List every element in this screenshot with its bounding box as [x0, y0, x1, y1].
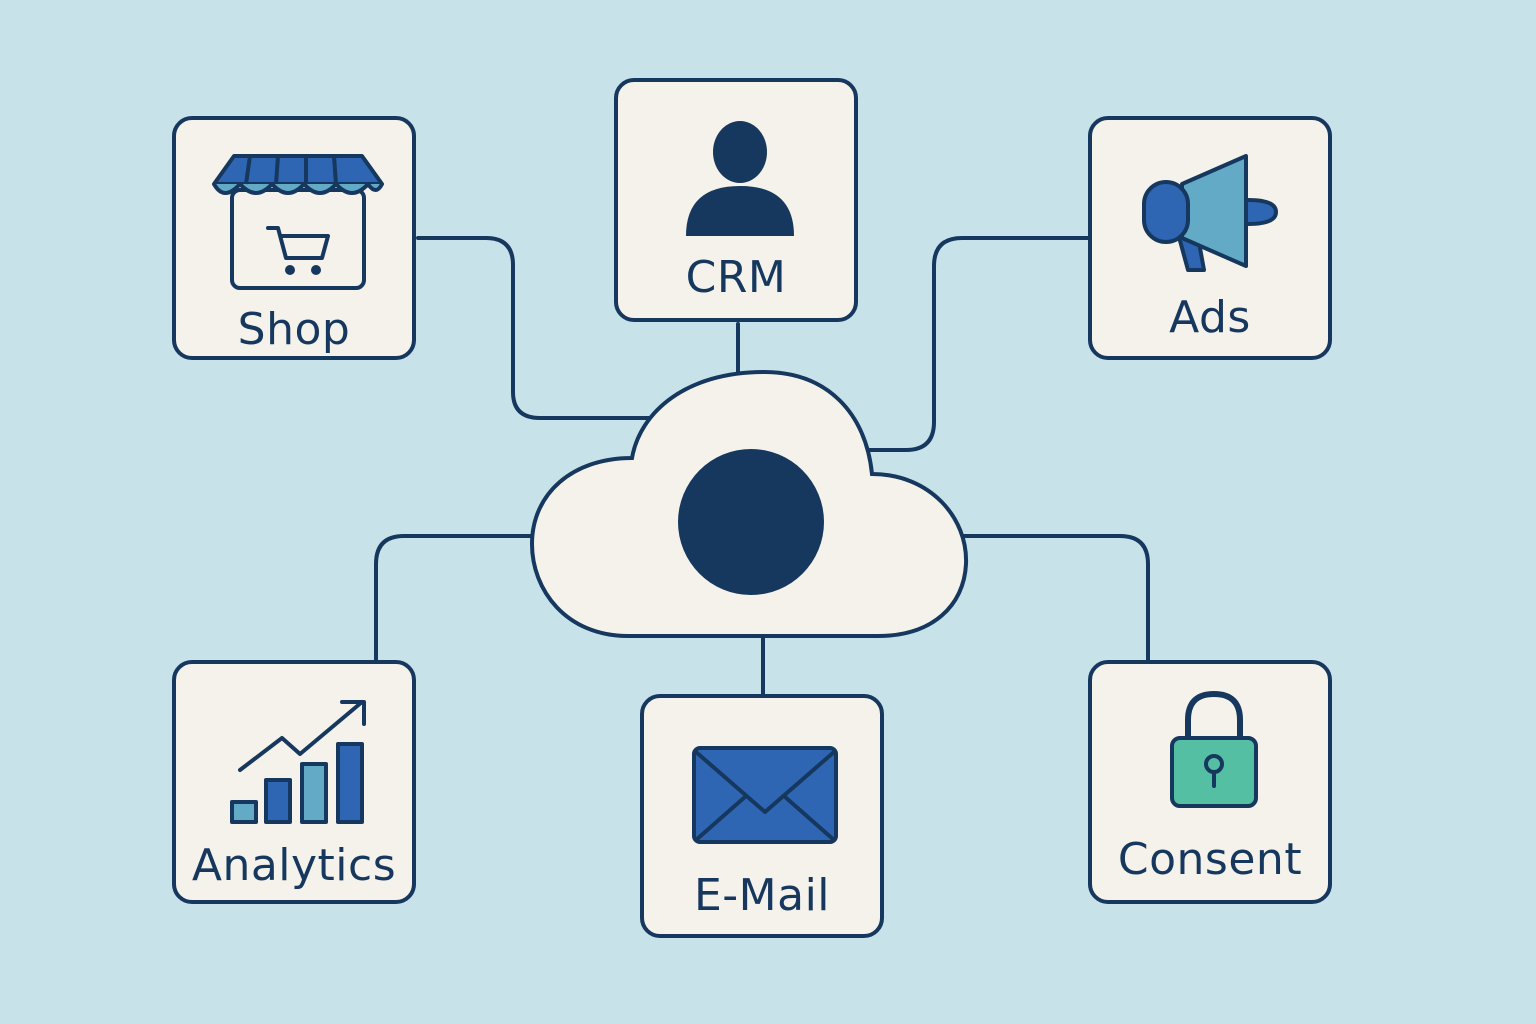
- storefront-cart-icon: [212, 154, 384, 290]
- padlock-icon: [1170, 690, 1258, 808]
- person-icon: [686, 121, 794, 236]
- node-label: Consent: [1117, 834, 1303, 885]
- node-analytics: Analytics: [172, 660, 416, 904]
- connector-shop: [416, 236, 652, 420]
- connector-consent: [962, 534, 1150, 664]
- node-email: E-Mail: [640, 694, 884, 938]
- node-label: CRM: [685, 252, 787, 303]
- node-label: Shop: [237, 304, 351, 355]
- connector-analytics: [374, 534, 532, 664]
- node-label: E-Mail: [693, 870, 831, 921]
- hub-circle-icon: [678, 449, 824, 595]
- envelope-icon: [692, 746, 838, 844]
- node-label: Analytics: [191, 840, 397, 891]
- node-consent: Consent: [1088, 660, 1332, 904]
- node-crm: CRM: [614, 78, 858, 322]
- node-ads: Ads: [1088, 116, 1332, 360]
- node-label: Ads: [1169, 292, 1251, 343]
- bar-chart-trend-icon: [230, 700, 366, 824]
- megaphone-icon: [1142, 154, 1278, 272]
- cloud-hub-icon: [529, 369, 969, 638]
- node-shop: Shop: [172, 116, 416, 360]
- connector-ads: [864, 236, 1092, 452]
